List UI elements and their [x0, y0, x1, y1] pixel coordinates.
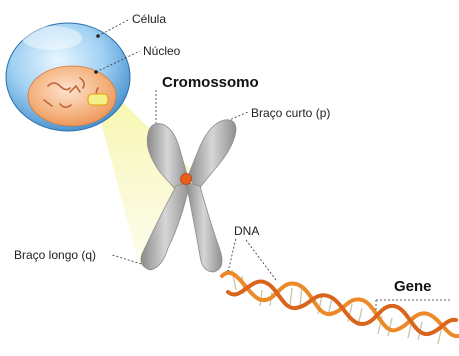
label-nucleus: Núcleo [143, 44, 180, 58]
highlighted-chromosome [88, 94, 108, 105]
chromosome-long-right [186, 182, 222, 272]
cell-gloss [22, 26, 82, 50]
label-long-arm: Braço longo (q) [14, 248, 96, 262]
label-cell: Célula [132, 12, 166, 26]
chromosome-arm-right [188, 120, 236, 190]
centromere [181, 174, 192, 185]
label-short-arm: Braço curto (p) [251, 106, 330, 120]
label-dna: DNA [234, 224, 259, 238]
label-chromosome: Cromossomo [162, 74, 259, 92]
label-gene: Gene [394, 278, 432, 296]
